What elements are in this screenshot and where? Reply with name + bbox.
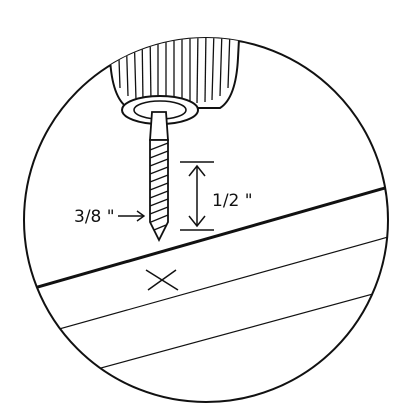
depth-label: 1/2 " xyxy=(212,191,253,211)
drill-bit xyxy=(149,111,169,243)
pointer-arrow-icon xyxy=(118,210,146,222)
board-top-edge xyxy=(24,180,388,294)
x-mark-icon xyxy=(145,269,179,291)
board-line-2 xyxy=(24,231,388,341)
drill-chuck xyxy=(106,38,242,125)
depth-dimension xyxy=(180,161,214,231)
bit-diameter-label: 3/8 " xyxy=(74,207,115,227)
